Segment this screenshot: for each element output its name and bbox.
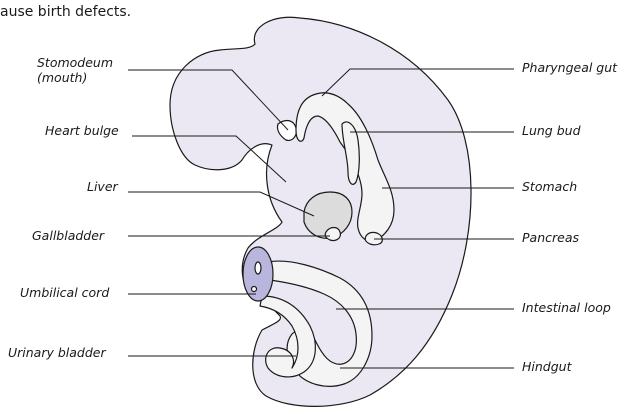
caption-fragment: ause birth defects. bbox=[0, 4, 131, 20]
label-pharyngeal-gut: Pharyngeal gut bbox=[522, 60, 618, 75]
label-liver: Liver bbox=[87, 179, 119, 194]
label-gallbladder: Gallbladder bbox=[32, 228, 105, 243]
label-heart-bulge: Heart bulge bbox=[45, 123, 119, 138]
umbilical-vessel-2 bbox=[252, 287, 257, 292]
label-intestinal-loop: Intestinal loop bbox=[522, 300, 611, 315]
label-lung-bud: Lung bud bbox=[522, 123, 581, 138]
umbilical-vessel-1 bbox=[255, 262, 261, 274]
label-hindgut: Hindgut bbox=[522, 359, 573, 374]
label-umbilical-cord: Umbilical cord bbox=[20, 285, 109, 300]
gallbladder-shape bbox=[325, 228, 340, 241]
label-pancreas: Pancreas bbox=[522, 230, 579, 245]
label-stomodeum-line2: (mouth) bbox=[37, 70, 87, 85]
label-stomodeum-line1: Stomodeum bbox=[37, 55, 113, 70]
label-urinary-bladder: Urinary bladder bbox=[8, 345, 106, 360]
label-stomach: Stomach bbox=[522, 179, 577, 194]
